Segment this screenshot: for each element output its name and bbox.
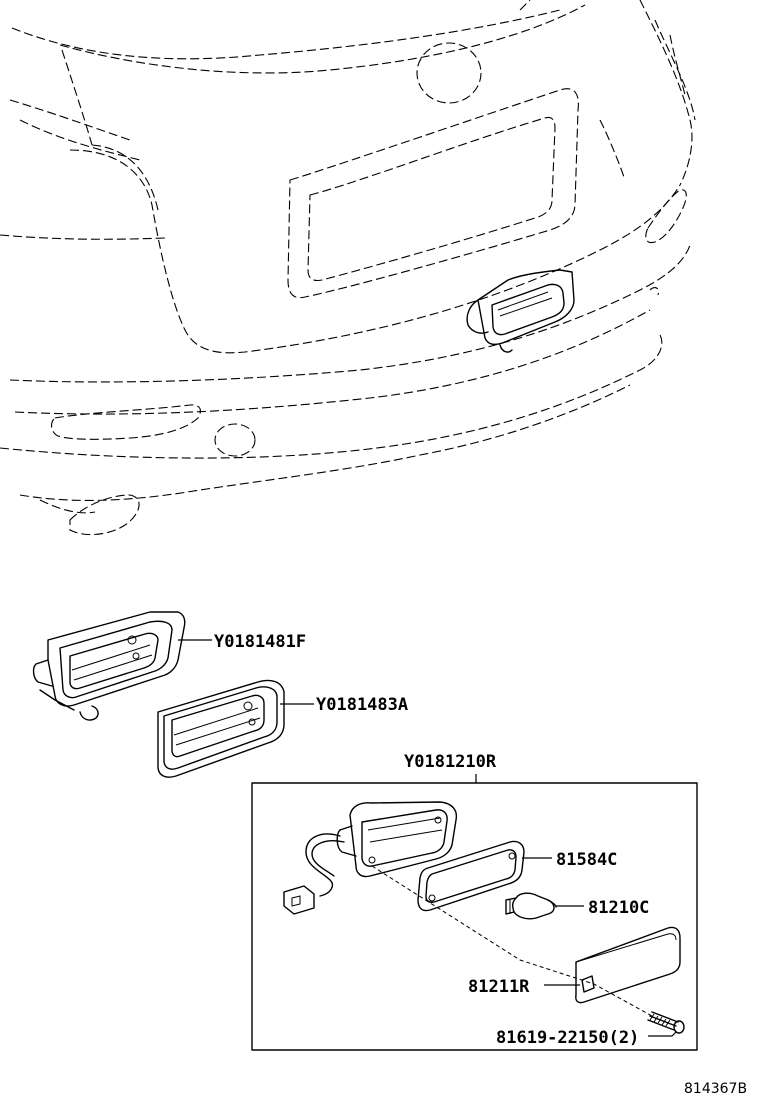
license-lamp-installed [466, 269, 575, 353]
housing-part [32, 611, 186, 721]
diagram-id: 814367B [684, 1081, 747, 1097]
screw-part [647, 1011, 685, 1034]
bulb-part-label: 81210C [588, 898, 649, 918]
lens-gasket-part [417, 840, 525, 912]
lamp-housing-part [283, 801, 458, 915]
lens-part-label: 81211R [468, 977, 530, 997]
housing-part-label: Y0181481F [214, 632, 306, 652]
assembly-box [251, 782, 698, 1051]
lens-gasket-part-label: 81584C [556, 850, 617, 870]
gasket-part [157, 679, 285, 778]
assembly-axis-line [371, 865, 653, 1017]
screw-part-label: 81619-22150(2) [496, 1028, 639, 1048]
lens-part [575, 926, 681, 1004]
bulb-part [505, 892, 557, 920]
assembly-part-label: Y0181210R [404, 752, 497, 772]
screw-leader-line [648, 1031, 677, 1037]
gasket-part-label: Y0181483A [316, 695, 408, 715]
car-rear-illustration [0, 0, 696, 536]
